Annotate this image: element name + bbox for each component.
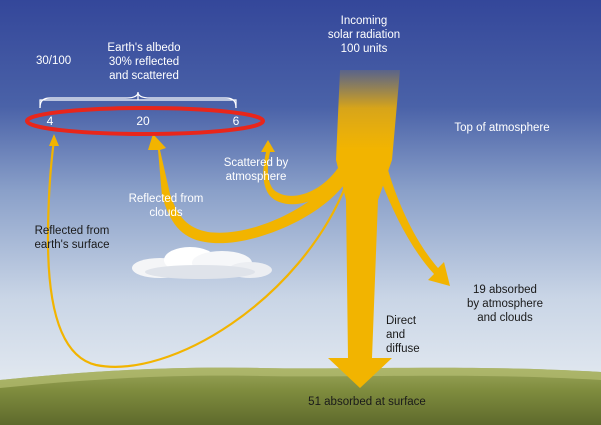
incoming-line3: 100 units: [341, 43, 388, 55]
albedo-line3: and scattered: [109, 70, 179, 82]
direct-line3: diffuse: [386, 343, 420, 355]
absorbed-atmosphere-line2: by atmosphere: [467, 298, 543, 310]
albedo-value-surface: 4: [47, 114, 54, 128]
albedo-title: Earth's albedo: [107, 42, 180, 54]
arrow-reflected-surface: [46, 139, 348, 368]
incoming-beam: [328, 70, 400, 388]
albedo-value-clouds: 20: [136, 114, 150, 128]
albedo-bracket-arc: [39, 91, 237, 109]
highlight-ellipse: [25, 106, 265, 136]
reflected-surface-line2: earth's surface: [34, 239, 109, 251]
albedo-line2: 30% reflected: [109, 56, 179, 68]
reflected-surface-line1: Reflected from: [35, 225, 110, 237]
arrow-reflected-clouds: [148, 134, 350, 244]
arrow-head-surface: [49, 134, 59, 146]
absorbed-surface-label: 51 absorbed at surface: [308, 396, 426, 408]
ground-highlight: [0, 367, 601, 388]
reflected-clouds-line2: clouds: [149, 207, 182, 219]
incoming-line2: solar radiation: [328, 29, 400, 41]
direct-line2: and: [386, 329, 405, 341]
cloud-icon: [132, 247, 272, 279]
albedo-value-scattered: 6: [233, 114, 240, 128]
scattered-line1: Scattered by: [224, 157, 289, 169]
direct-line1: Direct: [386, 315, 417, 327]
albedo-ratio: 30/100: [36, 55, 71, 67]
scattered-line2: atmosphere: [226, 171, 287, 183]
incoming-line1: Incoming: [341, 15, 388, 27]
reflected-clouds-line1: Reflected from: [129, 193, 204, 205]
top-of-atmosphere-label: Top of atmosphere: [454, 122, 549, 134]
absorbed-atmosphere-line1: 19 absorbed: [473, 284, 537, 296]
arrow-scattered: [261, 140, 345, 205]
ground: [0, 367, 601, 425]
absorbed-atmosphere-line3: and clouds: [477, 312, 533, 324]
arrow-absorbed-atmosphere: [380, 170, 450, 286]
